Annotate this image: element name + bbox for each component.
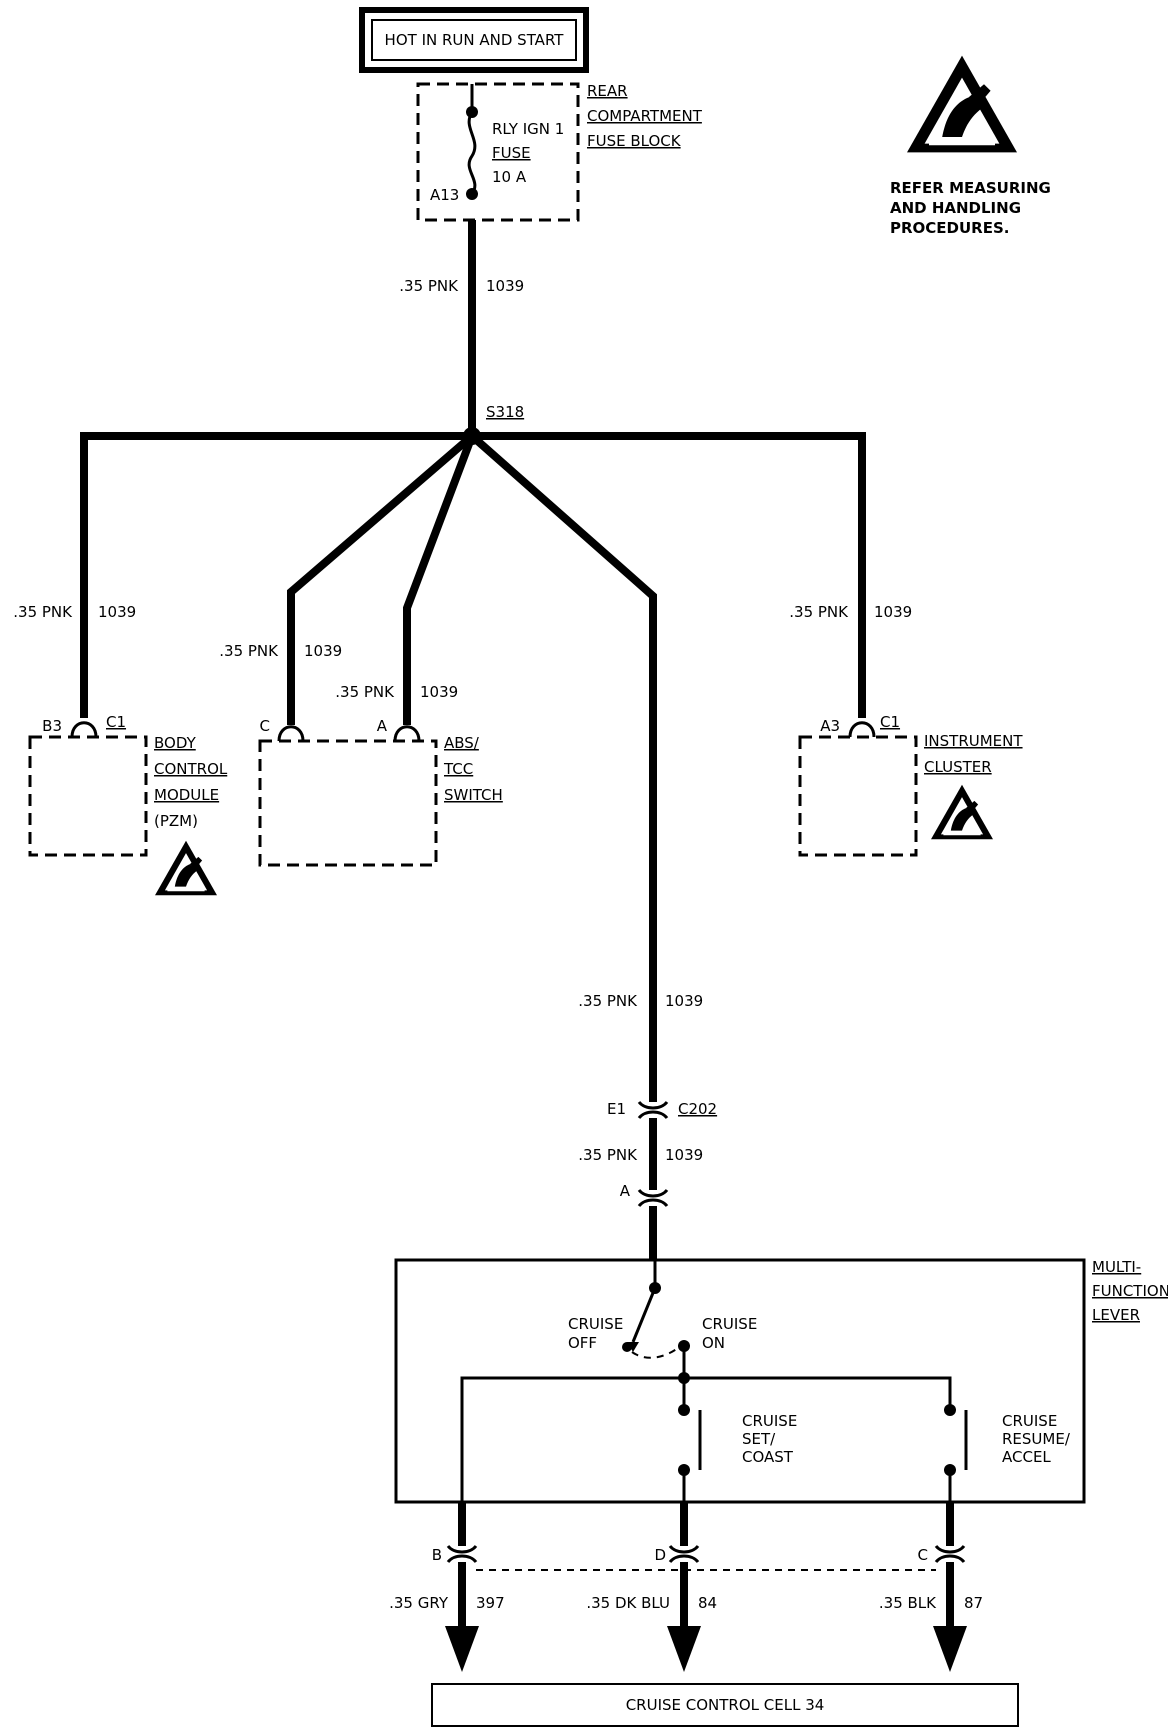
bcm-pin-label: B3 [42, 717, 62, 735]
bcm-connector-label: C1 [106, 713, 126, 731]
mfl-name-line3: LEVER [1092, 1306, 1140, 1324]
bcm-wire-gauge: .35 PNK [13, 603, 73, 621]
power-source-label: HOT IN RUN AND START [385, 31, 565, 49]
cluster-wire-circuit: 1039 [874, 603, 912, 621]
bcm-name-line1: BODY [154, 734, 197, 752]
abs-c-wire-gauge: .35 PNK [219, 642, 279, 660]
fuse-block: RLY IGN 1 FUSE 10 A A13 REAR COMPARTMENT… [416, 82, 703, 222]
out-pin-b: B [432, 1546, 442, 1564]
multi-function-lever: MULTI- FUNCTION LEVER CRUISE OFF CRUISE … [394, 1258, 1168, 1504]
bcm-esd-icon [154, 839, 218, 897]
set-coast-line2: SET/ [742, 1430, 776, 1448]
cruise-lower-circuit: 1039 [665, 1146, 703, 1164]
abs-name-line1: ABS/ [444, 734, 480, 752]
out-b-circuit: 397 [476, 1594, 505, 1612]
instrument-cluster: A3 C1 INSTRUMENT CLUSTER [798, 713, 1023, 857]
cluster-name-line1: INSTRUMENT [924, 732, 1023, 750]
cruise-on-line1: CRUISE [702, 1315, 757, 1333]
cruise-lower-gauge: .35 PNK [578, 1146, 638, 1164]
abs-tcc-switch: C A ABS/ TCC SWITCH [258, 717, 503, 867]
set-coast-line1: CRUISE [742, 1412, 797, 1430]
arrow-down-icon [933, 1626, 967, 1672]
fuse-block-name-line2: COMPARTMENT [587, 107, 703, 125]
cruise-off-line1: CRUISE [568, 1315, 623, 1333]
abs-c-wire-circuit: 1039 [304, 642, 342, 660]
abs-pin-c-label: C [260, 717, 270, 735]
mfl-name-line2: FUNCTION [1092, 1282, 1168, 1300]
resume-accel-line1: CRUISE [1002, 1412, 1057, 1430]
arrow-down-icon [667, 1626, 701, 1672]
arrow-down-icon [445, 1626, 479, 1672]
cluster-wire-gauge: .35 PNK [789, 603, 849, 621]
fuse-label-line3: 10 A [492, 168, 527, 186]
main-feed-wire: .35 PNK 1039 [399, 220, 524, 432]
cluster-pin-label: A3 [820, 717, 840, 735]
cruise-control-cell-box[interactable]: CRUISE CONTROL CELL 34 [431, 1683, 1019, 1727]
abs-a-wire-gauge: .35 PNK [335, 683, 395, 701]
fuse-block-name-line3: FUSE BLOCK [587, 132, 682, 150]
abs-pin-a-label: A [377, 717, 388, 735]
out-pin-d: D [654, 1546, 666, 1564]
bcm-name-line3: MODULE [154, 786, 219, 804]
esd-note-line2: AND HANDLING [890, 199, 1021, 217]
wire-to-bcm [80, 432, 472, 718]
power-source-box: HOT IN RUN AND START [359, 7, 589, 73]
cluster-connector-icon [848, 721, 876, 738]
fuse-label-line2: FUSE [492, 144, 531, 162]
abs-a-wire-circuit: 1039 [420, 683, 458, 701]
out-d-gauge: .35 DK BLU [586, 1594, 670, 1612]
cruise-on-off-switch-blade [631, 1287, 657, 1343]
wire-to-abs-a [403, 434, 476, 725]
cruise-upper-circuit: 1039 [665, 992, 703, 1010]
bcm-wire-circuit: 1039 [98, 603, 136, 621]
c202-label: C202 [678, 1100, 717, 1118]
esd-note-line3: PROCEDURES. [890, 219, 1009, 237]
wire-to-abs-c [287, 432, 475, 725]
mfl-name-line1: MULTI- [1092, 1258, 1141, 1276]
cluster-esd-icon [930, 783, 994, 841]
out-c-circuit: 87 [964, 1594, 983, 1612]
connector-c202: E1 C202 [607, 1100, 717, 1120]
fuse-block-name-line1: REAR [587, 82, 628, 100]
out-c-gauge: .35 BLK [879, 1594, 937, 1612]
cluster-name-line2: CLUSTER [924, 758, 992, 776]
fuse-element-icon [467, 111, 477, 195]
abs-a-connector-icon [393, 725, 421, 742]
mfl-input-connector: A [620, 1182, 669, 1208]
main-wire-gauge: .35 PNK [399, 277, 459, 295]
bcm-name-line4: (PZM) [154, 812, 198, 830]
cluster-connector-label: C1 [880, 713, 900, 731]
cruise-upper-gauge: .35 PNK [578, 992, 638, 1010]
output-wires: B D C .35 GRY 397 .35 DK BLU 84 .35 BLK … [389, 1502, 983, 1672]
mfl-pin-a-label: A [620, 1182, 631, 1200]
c202-pin-top: E1 [607, 1100, 626, 1118]
splice-label: S318 [486, 403, 524, 421]
body-control-module: B3 C1 BODY CONTROL MODULE (PZM) [28, 713, 228, 897]
fuse-terminal-label: A13 [430, 186, 459, 204]
cruise-control-cell-label: CRUISE CONTROL CELL 34 [626, 1696, 825, 1714]
esd-note: REFER MEASURING AND HANDLING PROCEDURES. [890, 53, 1051, 237]
out-b-gauge: .35 GRY [389, 1594, 449, 1612]
fuse-label-line1: RLY IGN 1 [492, 120, 564, 138]
cruise-on-line2: ON [702, 1334, 725, 1352]
resume-accel-line2: RESUME/ [1002, 1430, 1071, 1448]
abs-c-connector-icon [277, 725, 305, 742]
wire-to-cruise [469, 433, 657, 1102]
abs-name-line2: TCC [443, 760, 473, 778]
resume-accel-line3: ACCEL [1002, 1448, 1051, 1466]
esd-hand-warning-icon [905, 53, 1019, 155]
branch-wires [80, 432, 866, 1102]
bcm-connector-icon [70, 721, 98, 738]
abs-name-line3: SWITCH [444, 786, 503, 804]
esd-note-line1: REFER MEASURING [890, 179, 1051, 197]
cruise-off-line2: OFF [568, 1334, 597, 1352]
out-pin-c: C [918, 1546, 928, 1564]
set-coast-line3: COAST [742, 1448, 794, 1466]
bcm-name-line2: CONTROL [154, 760, 228, 778]
main-wire-circuit: 1039 [486, 277, 524, 295]
wire-to-cluster [472, 432, 866, 718]
out-d-circuit: 84 [698, 1594, 717, 1612]
